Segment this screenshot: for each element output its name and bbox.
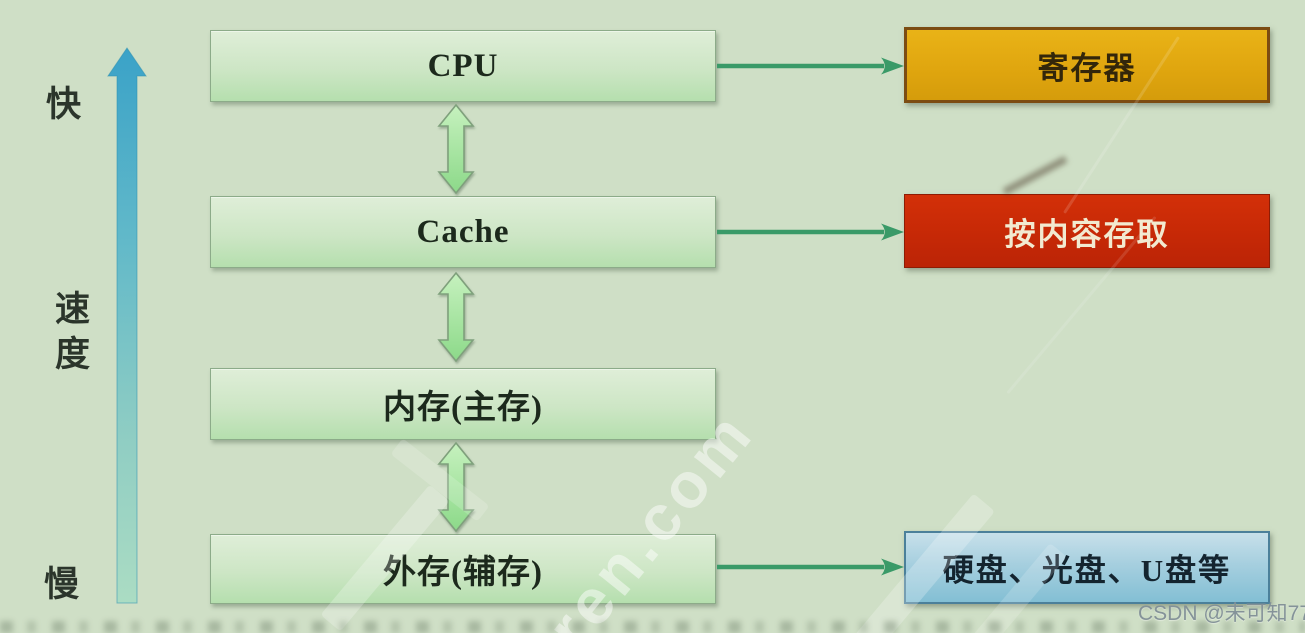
- box-main-memory-label: 内存(主存): [383, 390, 543, 426]
- cache-content-arrow-icon: [717, 223, 904, 241]
- box-external-devices-label: 硬盘、光盘、U盘等: [942, 553, 1232, 588]
- memory-external-bidirectional-arrow-icon: [437, 441, 475, 533]
- box-register-label: 寄存器: [1037, 50, 1137, 86]
- box-content-addressed-label: 按内容存取: [1004, 216, 1170, 252]
- cache-memory-bidirectional-arrow-icon: [437, 271, 475, 363]
- scan-artifact-streak: [1002, 155, 1068, 196]
- speed-slow-label: 慢: [44, 565, 80, 604]
- speed-fast-label: 快: [46, 85, 82, 124]
- box-cpu-label: CPU: [427, 47, 499, 84]
- box-external-devices: 硬盘、光盘、U盘等: [904, 531, 1270, 604]
- box-external-storage-label: 外存(辅存): [383, 555, 543, 591]
- watermark-credit: CSDN @未可知777: [1138, 602, 1305, 625]
- box-main-memory: 内存(主存): [210, 368, 716, 440]
- blurred-caption-strip: [0, 621, 1305, 633]
- cpu-register-arrow-icon: [717, 57, 904, 75]
- cpu-cache-bidirectional-arrow-icon: [437, 103, 475, 195]
- external-devices-arrow-icon: [717, 558, 904, 576]
- box-cache-label: Cache: [416, 213, 510, 250]
- box-cache: Cache: [210, 196, 716, 268]
- box-external-storage: 外存(辅存): [210, 534, 716, 604]
- box-content-addressed: 按内容存取: [904, 194, 1270, 268]
- box-cpu: CPU: [210, 30, 716, 102]
- speed-axis-arrow-icon: [107, 47, 147, 604]
- speed-axis-label: 速度: [50, 290, 89, 380]
- box-register: 寄存器: [904, 27, 1270, 103]
